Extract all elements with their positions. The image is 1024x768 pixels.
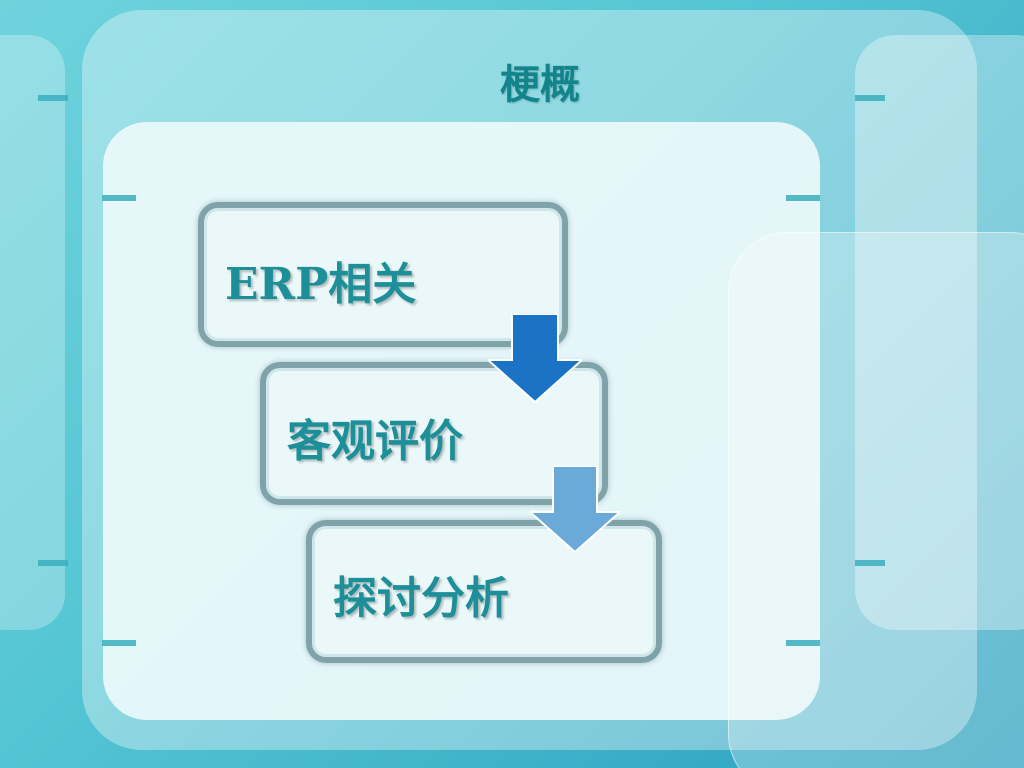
- step-label-analysis: 探讨分析: [333, 573, 509, 624]
- decor-tick: [855, 95, 885, 101]
- slide-title: 梗概: [500, 61, 580, 108]
- step-box-erp[interactable]: [198, 202, 568, 347]
- step-label-erp: ERP相关: [225, 259, 417, 310]
- decor-tick: [786, 195, 820, 201]
- decor-tick: [38, 95, 68, 101]
- arrow-down-icon: [530, 466, 620, 552]
- arrow-down-icon: [488, 314, 582, 402]
- background-panel-right: [855, 35, 1024, 630]
- background-panel-lower-right: [728, 232, 1024, 768]
- background-panel-left: [0, 35, 65, 630]
- decor-tick: [102, 640, 136, 646]
- step-box-analysis[interactable]: [306, 520, 662, 663]
- decor-tick: [102, 195, 136, 201]
- decor-tick: [38, 560, 68, 566]
- decor-tick: [855, 560, 885, 566]
- step-label-evaluation: 客观评价: [287, 416, 463, 467]
- decor-tick: [786, 640, 820, 646]
